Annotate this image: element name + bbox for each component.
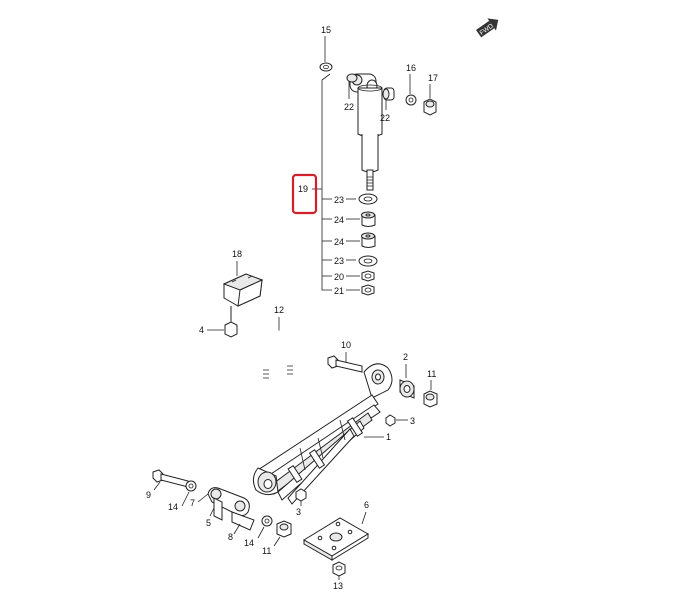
washer-15 [319, 62, 333, 72]
callout-23-top: 23 [334, 195, 344, 205]
callout-17: 17 [428, 73, 438, 83]
leaf-spring-1 [252, 363, 393, 505]
forward-arrow-icon: FWD [476, 18, 499, 38]
callout-19: 19 [298, 184, 308, 194]
callout-8: 8 [228, 532, 233, 542]
callout-14-right: 14 [244, 538, 254, 548]
bolt-9 [152, 469, 189, 488]
callout-22-right: 22 [380, 113, 390, 123]
callout-6: 6 [364, 500, 369, 510]
callout-4: 4 [199, 325, 204, 335]
callout-24-bottom: 24 [334, 237, 344, 247]
nut-3-bottom [295, 488, 307, 502]
callout-11-top: 11 [427, 369, 436, 379]
callout-7: 7 [190, 498, 195, 508]
washer-16 [405, 94, 417, 106]
callout-22-left: 22 [344, 102, 354, 112]
spring-seat-6 [303, 517, 369, 561]
callout-1: 1 [386, 432, 391, 442]
callout-15: 15 [321, 25, 331, 35]
highlight-box-19 [291, 173, 318, 215]
shock-absorber [349, 73, 383, 191]
callout-14-left: 14 [168, 502, 178, 512]
callout-18: 18 [232, 249, 242, 259]
callout-13: 13 [333, 581, 343, 591]
bolt-10 [327, 355, 363, 373]
callout-23-bottom: 23 [334, 256, 344, 266]
callout-3-bottom: 3 [296, 507, 301, 517]
callout-24-top: 24 [334, 215, 344, 225]
nut-13 [332, 561, 346, 577]
shackle-plate [207, 487, 250, 521]
washer-14-right [261, 515, 273, 527]
callout-9: 9 [146, 490, 151, 500]
callout-3-top: 3 [410, 416, 415, 426]
callout-5: 5 [206, 518, 211, 528]
callout-16: 16 [406, 63, 416, 73]
callout-10: 10 [341, 340, 351, 350]
callout-11-bottom: 11 [262, 546, 271, 556]
bushing-2 [399, 379, 415, 399]
callout-2: 2 [403, 352, 408, 362]
bump-stop-18 [222, 273, 264, 307]
washer-14-left [185, 480, 197, 492]
callout-21: 21 [334, 286, 344, 296]
callout-12: 12 [274, 305, 284, 315]
u-bolt-12 [263, 330, 293, 380]
callout-20: 20 [334, 272, 344, 282]
nut-3-top [385, 414, 396, 427]
